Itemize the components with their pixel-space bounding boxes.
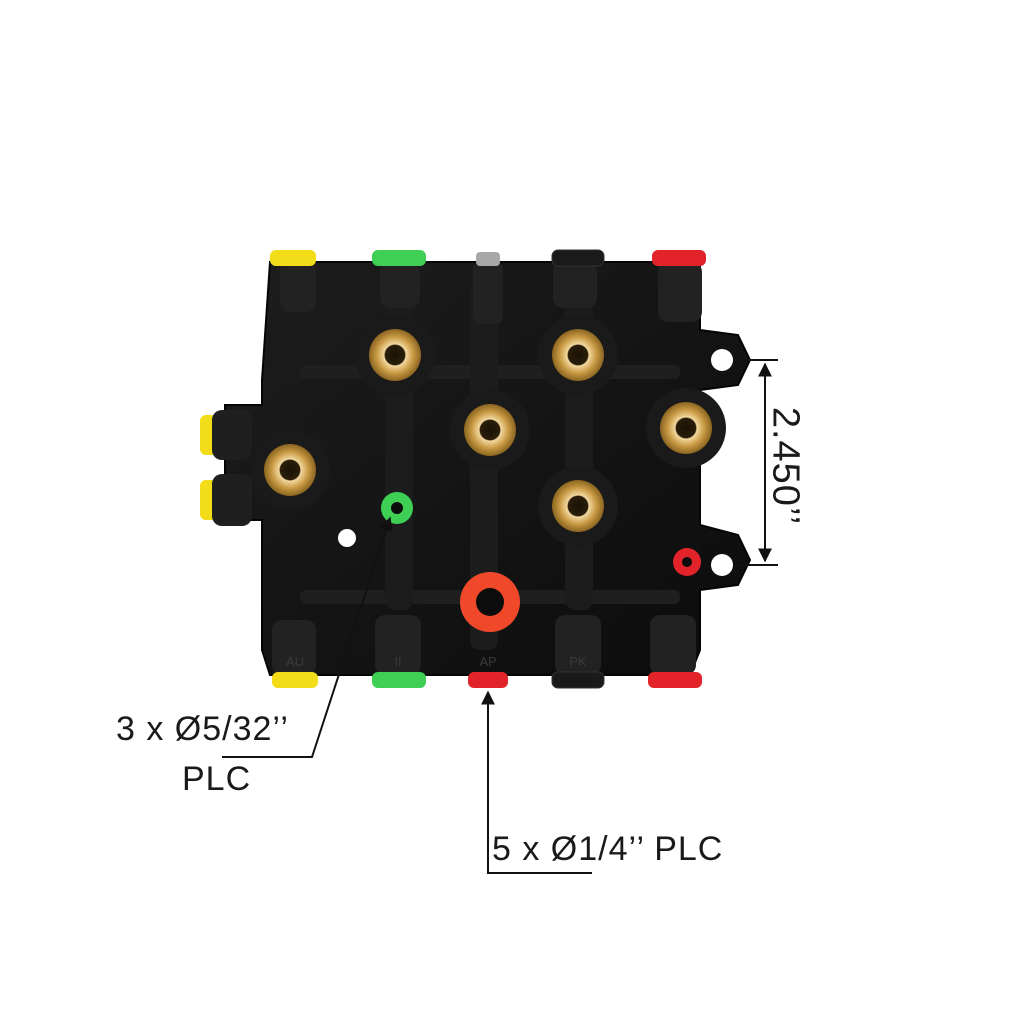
mount-hole-left — [338, 529, 356, 547]
port-label-ii: II — [394, 654, 401, 669]
fitting-red — [468, 672, 508, 688]
fitting-gray — [476, 252, 500, 266]
port-label-pk: PK — [569, 654, 587, 669]
mount-hole-bottom-right — [711, 554, 733, 576]
fitting-red — [652, 250, 706, 266]
brass-port — [464, 404, 516, 456]
large-fitting-leader — [481, 690, 592, 874]
dimension-indicator — [735, 359, 778, 566]
fitting-green — [372, 250, 426, 266]
dimension-label: 2.450’’ — [764, 406, 807, 526]
push-connect-fittings — [200, 249, 706, 689]
brass-port — [369, 329, 421, 381]
brass-port — [264, 444, 316, 496]
large-fitting-callout: 5 x Ø1/4’’ PLC — [492, 830, 724, 868]
fitting-black — [551, 249, 605, 267]
brass-port — [552, 480, 604, 532]
port-label-ap: AP — [479, 654, 496, 669]
leader-lines — [222, 516, 592, 874]
brass-fittings — [250, 315, 726, 546]
small-fitting-callout-line1: 3 x Ø5/32’’ — [116, 710, 289, 748]
brass-port — [552, 329, 604, 381]
fitting-black — [551, 671, 605, 689]
fitting-green — [372, 672, 426, 688]
fitting-yellow — [270, 250, 316, 266]
fitting-yellow — [272, 672, 318, 688]
port-label-au: AU — [286, 654, 304, 669]
small-fitting-callout-line2: PLC — [182, 760, 252, 798]
mount-hole-top-right — [711, 349, 733, 371]
brass-port — [660, 402, 712, 454]
fitting-red — [648, 672, 702, 688]
small-fitting-leader — [222, 516, 393, 758]
port-labels: AU II AP PK — [286, 654, 587, 669]
